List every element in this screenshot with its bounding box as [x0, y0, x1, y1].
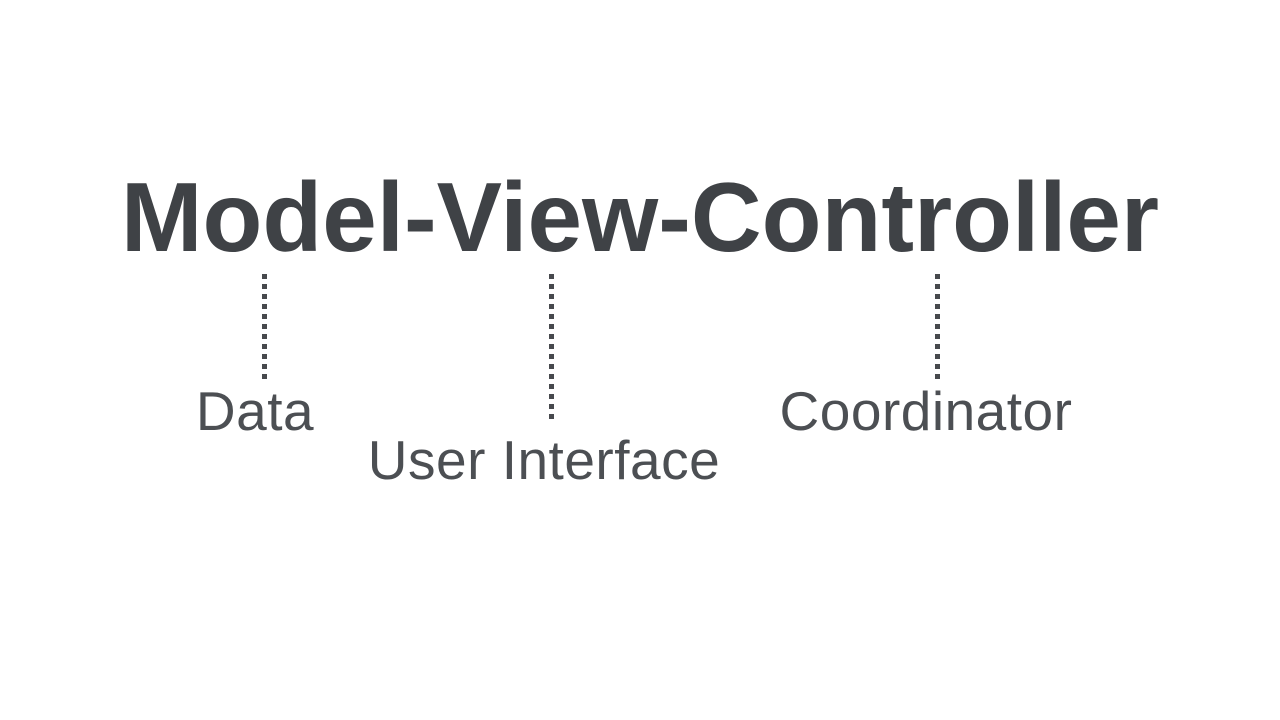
connector-view-to-user-interface [549, 274, 554, 419]
connector-controller-to-coordinator [935, 274, 940, 379]
label-model-meaning: Data [195, 380, 315, 442]
connector-model-to-data [262, 274, 267, 379]
slide-title: Model-View-Controller [120, 162, 1160, 272]
label-controller-meaning: Coordinator [779, 380, 1073, 442]
label-view-meaning: User Interface [367, 429, 721, 491]
